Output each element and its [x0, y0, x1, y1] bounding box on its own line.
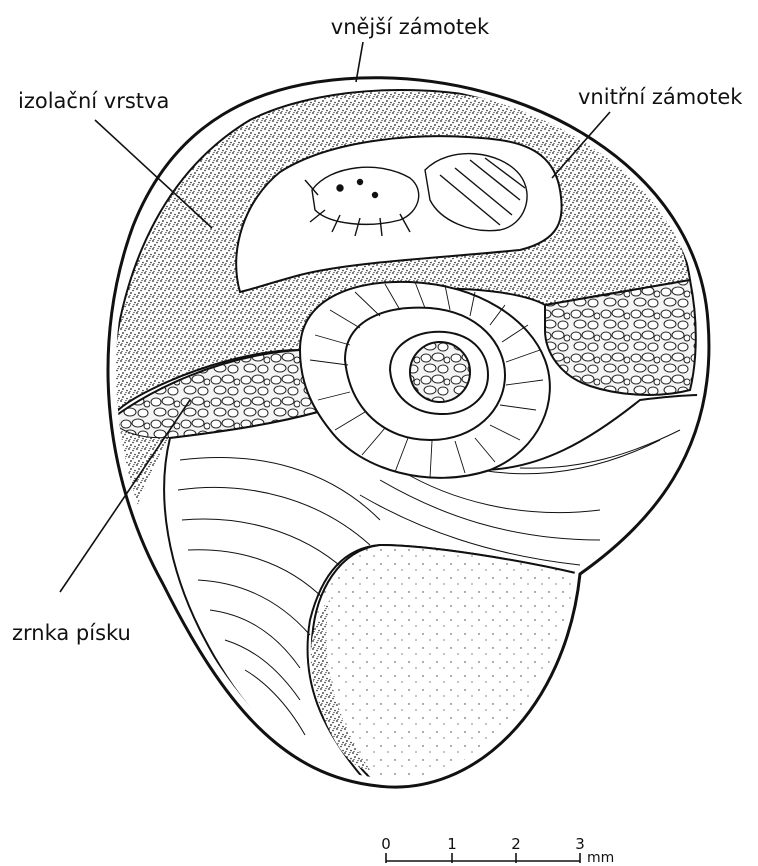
scale-unit-label: mm [587, 850, 614, 866]
scale-label-2: 2 [511, 835, 521, 853]
scale-bar: 0 1 2 3 mm [381, 835, 614, 866]
label-outer-plug: vnější zámotek [331, 15, 490, 39]
label-sand-grains: zrnka písku [12, 621, 131, 645]
label-insulation-layer: izolační vrstva [18, 89, 169, 113]
scale-label-3: 3 [575, 835, 585, 853]
scale-label-1: 1 [447, 835, 457, 853]
leader-outer-plug [356, 42, 363, 82]
umbilicus [410, 342, 470, 402]
label-inner-plug: vnitřní zámotek [578, 85, 743, 109]
scale-label-0: 0 [381, 835, 391, 853]
